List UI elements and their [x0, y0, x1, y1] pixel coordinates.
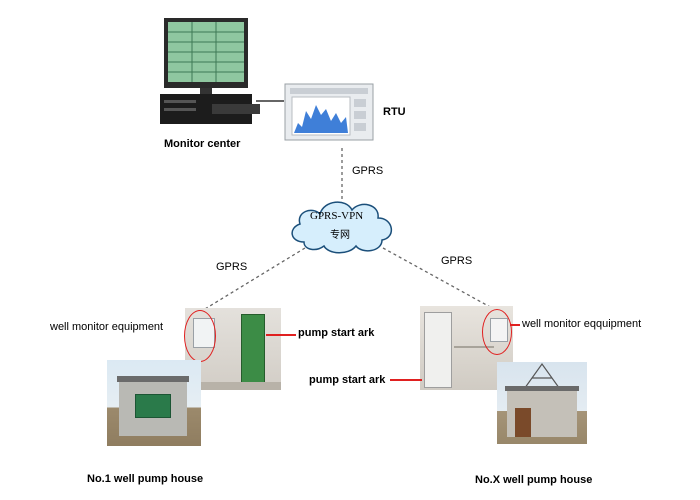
- monitor-workstation-icon: [160, 18, 260, 124]
- monitor-center-label: Monitor center: [164, 138, 241, 150]
- site1-ark-label: pump start ark: [298, 327, 375, 339]
- siteX-ark-pointer: [390, 379, 422, 381]
- cloud-label-line2: 专网: [330, 230, 350, 241]
- rtu-label: RTU: [383, 106, 406, 118]
- site1-cabinet: [241, 314, 265, 390]
- site1-house-label: No.1 well pump house: [87, 473, 204, 485]
- siteX-ark-label: pump start ark: [309, 374, 386, 386]
- cloud-icon: [291, 201, 392, 254]
- gprs-label-left: GPRS: [216, 261, 248, 273]
- siteX-monitor-label: well monitor eqquipment: [522, 318, 642, 330]
- site1-ark-pointer: [266, 334, 296, 336]
- gprs-label-right: GPRS: [441, 255, 473, 267]
- siteX-monitor-pointer: [510, 324, 520, 326]
- siteX-pump-house-photo: [497, 362, 587, 444]
- siteX-monitor-highlight: [482, 309, 512, 355]
- gprs-label-upper: GPRS: [352, 165, 384, 177]
- siteX-cabinet: [424, 312, 452, 388]
- cloud-label-line1: GPRS-VPN: [310, 210, 364, 222]
- link-cloud-site1: [199, 247, 306, 313]
- siteX-house-label: No.X well pump house: [475, 474, 593, 486]
- site1-monitor-highlight: [184, 310, 216, 362]
- site1-pump-house-photo: [107, 360, 201, 446]
- rtu-device-icon: [284, 83, 374, 141]
- link-cloud-siteX: [382, 247, 493, 309]
- site1-monitor-label: well monitor equipment: [50, 321, 164, 333]
